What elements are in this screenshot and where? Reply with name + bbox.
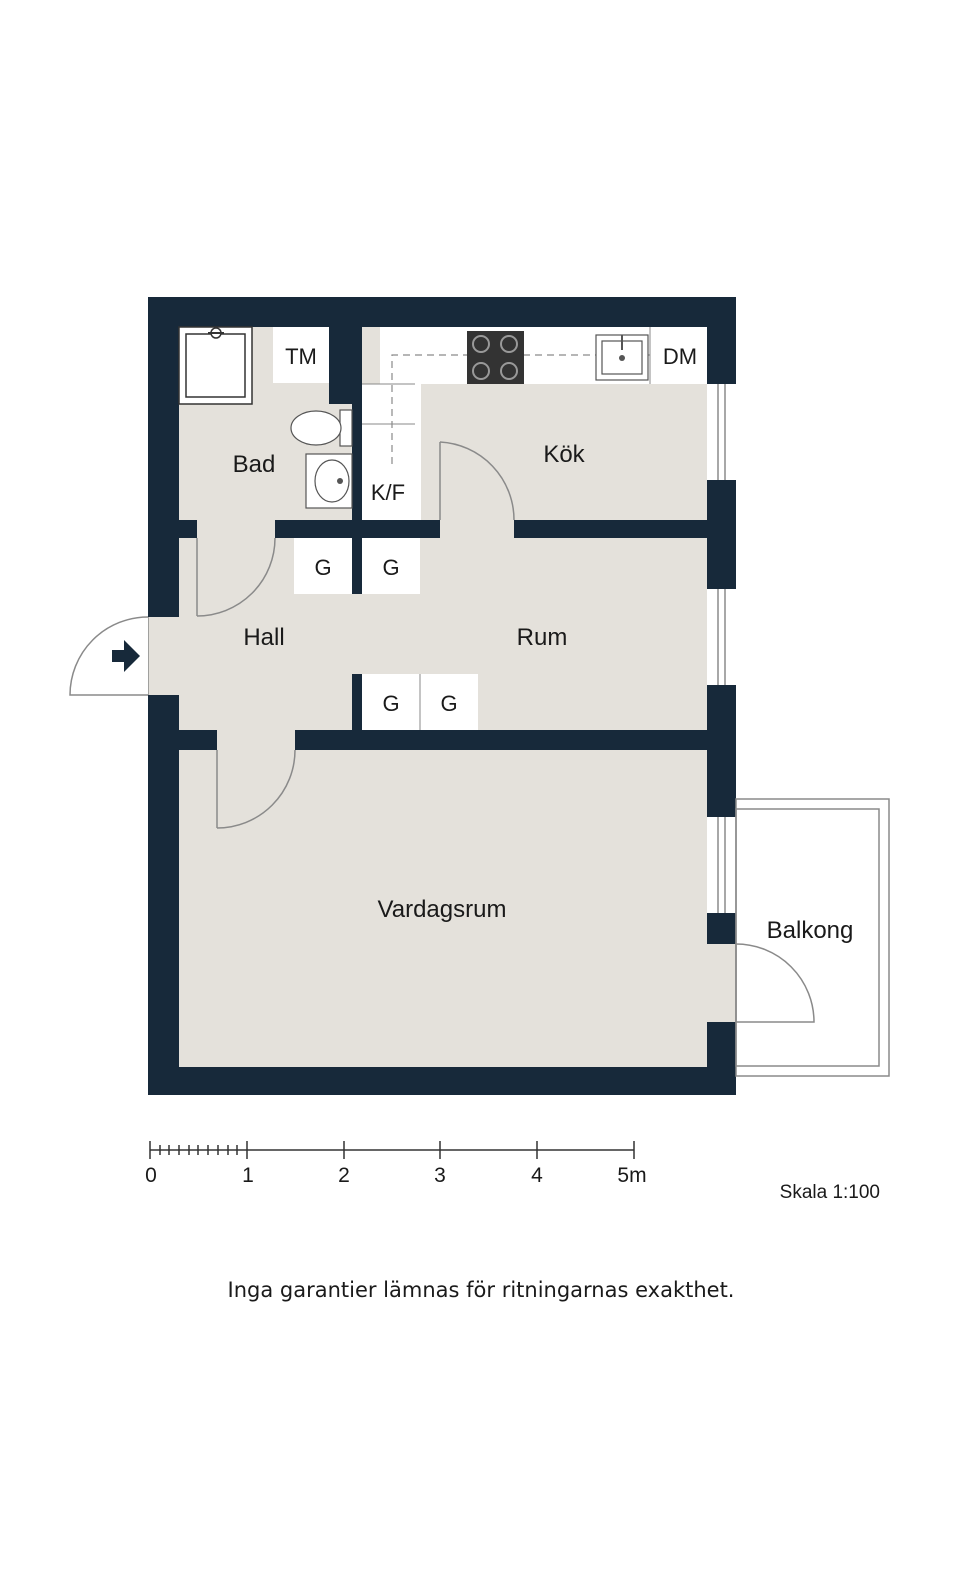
wardrobe-1-label: G (314, 555, 331, 580)
wardrobe-4-label: G (440, 691, 457, 716)
wardrobes: G G G G (294, 538, 478, 730)
window-rum (707, 589, 736, 685)
windows (707, 384, 736, 913)
kf-fixture: K/F (362, 464, 415, 520)
wall-vardags-top-left (179, 730, 217, 750)
wall-vardags-top-right (295, 730, 707, 750)
washbasin-icon (305, 453, 353, 509)
kok-door (439, 441, 515, 521)
entrance-door (69, 616, 149, 696)
scale-label-1: 1 (242, 1164, 254, 1187)
tm-label: TM (285, 344, 317, 369)
floor-vardagsrum (179, 750, 707, 1067)
kitchen-counter (380, 327, 707, 384)
entrance-gap (148, 617, 179, 695)
balcony-door-gap (707, 944, 736, 1022)
door-gap-vardagsrum (217, 730, 295, 750)
dm-fixture: DM (649, 327, 697, 384)
dm-label: DM (663, 344, 697, 369)
balcony (735, 798, 890, 1077)
shower-icon (178, 326, 253, 405)
scale-label-0: 0 (145, 1164, 157, 1187)
bathroom-fixtures: TM (178, 326, 353, 509)
room-labels: Bad Kök Hall Rum Vardagsrum Balkong (233, 441, 854, 944)
wall-bad-right (329, 327, 362, 404)
scale-label-2: 2 (338, 1164, 350, 1187)
wardrobe-3 (362, 674, 420, 730)
wall-hall-top-left (179, 520, 197, 538)
toilet-icon (290, 409, 353, 447)
wardrobe-1 (294, 538, 352, 594)
bad-door (196, 537, 276, 617)
wardrobe-2 (362, 538, 420, 594)
scale-note: Skala 1:100 (780, 1182, 880, 1203)
vardagsrum-door (216, 749, 296, 829)
room-label-rum: Rum (517, 624, 568, 651)
wall-hall-top-mid (275, 520, 440, 538)
wardrobe-2-label: G (382, 555, 399, 580)
window-kok (707, 384, 736, 480)
door-gap-bad (197, 520, 275, 538)
tm-fixture: TM (273, 327, 329, 383)
balcony-door (735, 943, 815, 1023)
room-label-balkong: Balkong (767, 917, 854, 944)
scale-label-4: 4 (531, 1164, 543, 1187)
scale-label-5: 5m (617, 1164, 646, 1187)
room-label-vardagsrum: Vardagsrum (378, 896, 507, 923)
window-vardagsrum (707, 817, 736, 913)
doors (69, 441, 815, 1023)
entrance-arrow-icon (112, 640, 140, 672)
room-label-bad: Bad (233, 451, 276, 478)
room-label-hall: Hall (243, 624, 284, 651)
wardrobe-3-label: G (382, 691, 399, 716)
disclaimer: Inga garantier lämnas för ritningarnas e… (228, 1278, 735, 1302)
room-label-kok: Kök (543, 441, 585, 468)
hob-icon (467, 331, 524, 384)
wardrobe-4 (420, 674, 478, 730)
wall-hall-top-right (514, 520, 707, 538)
kitchen-fixtures: DM K/F (362, 327, 707, 520)
counter-dashed-line (391, 354, 650, 464)
sink-icon (595, 334, 649, 381)
scale-bar (149, 1141, 635, 1159)
wall-kitchen-left (415, 384, 421, 520)
scale-label-3: 3 (434, 1164, 446, 1187)
scale-labels: 0 1 2 3 4 5m Skala 1:100 (145, 1164, 880, 1203)
door-gap-kok (440, 520, 514, 538)
kf-label: K/F (371, 480, 405, 505)
